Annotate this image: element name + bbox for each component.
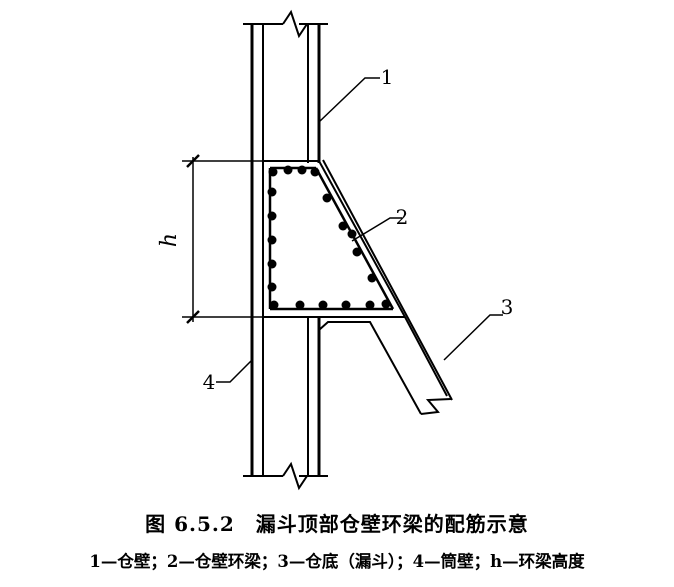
label-2: 2 bbox=[396, 205, 409, 229]
cylinder-wall-left bbox=[250, 24, 264, 476]
inner-wall-lower bbox=[307, 318, 321, 476]
rebar-dots bbox=[267, 165, 391, 310]
figure-caption: 图 6.5.2 漏斗顶部仓壁环梁的配筋示意 bbox=[145, 512, 529, 536]
break-mark-top bbox=[243, 9, 328, 39]
label-1: 1 bbox=[381, 65, 394, 89]
label-h: h bbox=[157, 233, 182, 247]
label-4: 4 bbox=[203, 370, 216, 394]
silo-wall bbox=[307, 24, 321, 163]
ring-beam bbox=[263, 160, 407, 318]
hopper-bottom bbox=[318, 159, 453, 415]
ring-beam-diagram: 1 2 3 4 h bbox=[157, 9, 514, 491]
break-mark-bottom bbox=[243, 461, 328, 491]
leader-lines bbox=[216, 77, 503, 383]
dimension-h bbox=[182, 154, 263, 324]
label-3: 3 bbox=[501, 295, 514, 319]
figure-legend: 1—仓壁；2—仓壁环梁；3—仓底（漏斗）；4—筒壁；h—环梁高度 bbox=[89, 552, 585, 571]
